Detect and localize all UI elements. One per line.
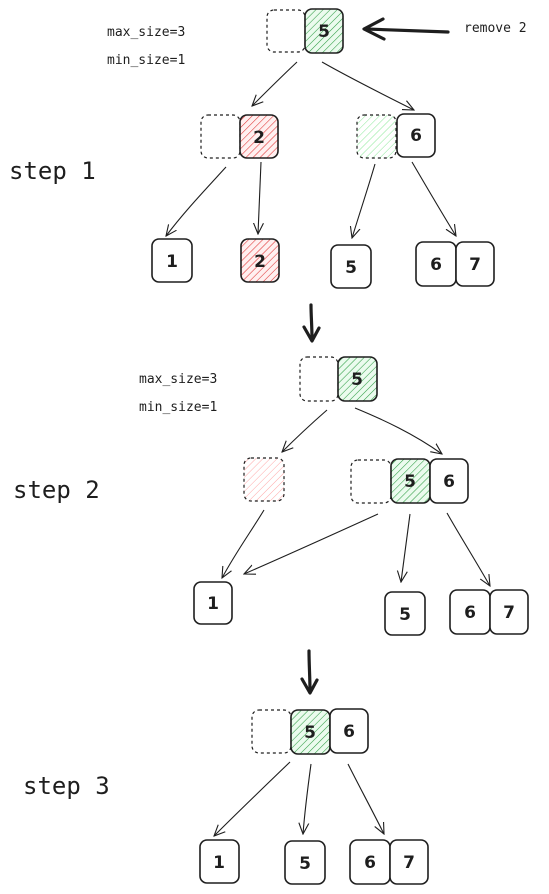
s3-leaf3-key-a: 6 (364, 853, 376, 873)
s3-leaf3-key-b: 7 (403, 853, 415, 873)
s3-root-key-a: 5 (304, 723, 316, 743)
step2-label: step 2 (13, 476, 100, 504)
s1-edge-right-leaf3 (352, 163, 376, 238)
step3-label: step 3 (23, 772, 110, 800)
s1-leaf1-key: 1 (166, 252, 178, 272)
s2-edge-left-leaf1 (222, 509, 265, 578)
step1-group: max_size=3 min_size=1 remove 2 step 1 5 … (9, 8, 527, 289)
down-arrow-2-shaft (307, 649, 312, 693)
step1-min-size-label: min_size=1 (107, 53, 185, 68)
s1-right-key: 6 (410, 126, 422, 146)
s1-leaf3-key: 5 (345, 258, 357, 278)
s3-leaf1-box (199, 839, 240, 884)
s3-leaf1-key: 1 (213, 853, 225, 873)
s1-leaf4-box-b (455, 241, 495, 287)
s2-leaf3-box-b (489, 589, 529, 635)
s3-root-key-b: 6 (343, 722, 355, 742)
s3-edge-root-leaf3 (347, 763, 384, 834)
s3-leaf2-box (284, 840, 326, 885)
s2-root-key-box (337, 356, 378, 402)
s2-leaf1-key: 1 (207, 594, 219, 614)
s2-edge-root-right (354, 407, 442, 454)
s1-leaf3-box (330, 244, 372, 289)
down-arrow-2-head (300, 677, 319, 695)
s1-left-key: 2 (253, 128, 265, 148)
s1-edge-left-leaf2 (258, 161, 261, 234)
remove-label: remove 2 (464, 21, 527, 36)
s2-right-empty-slot (350, 459, 392, 504)
s2-leaf3-key-a: 6 (464, 603, 476, 623)
s3-leaf2-key: 5 (299, 854, 311, 874)
s3-root-key-box-b (329, 708, 369, 754)
s1-root-empty-slot (266, 9, 306, 53)
s1-leaf2-key: 2 (254, 252, 266, 272)
s1-root-key: 5 (318, 22, 330, 42)
down-arrow-1-shaft (309, 303, 314, 341)
step2-max-size-label: max_size=3 (139, 372, 217, 387)
step3-group: step 3 5 6 1 5 6 7 (23, 708, 429, 885)
s2-edge-right-leaf3 (446, 512, 490, 586)
s2-right-key-box-b (429, 458, 469, 504)
s1-right-empty-slot (356, 114, 397, 159)
s2-root-key: 5 (351, 370, 363, 390)
down-arrow-1-head (302, 325, 321, 343)
s2-right-key-a: 5 (404, 472, 416, 492)
s1-edge-root-right (321, 61, 414, 110)
step2-min-size-label: min_size=1 (139, 400, 217, 415)
s1-leaf4-key-a: 6 (430, 255, 442, 275)
s2-leaf2-key: 5 (399, 605, 411, 625)
s1-left-key-box (239, 114, 279, 159)
s1-left-empty-slot (200, 114, 241, 159)
s1-edge-right-leaf4 (411, 161, 456, 236)
s3-root-empty-slot (251, 709, 292, 754)
remove-arrow-shaft (364, 27, 450, 34)
step1-max-size-label: max_size=3 (107, 25, 185, 40)
s1-right-key-box (396, 113, 436, 158)
s3-edge-root-leaf2 (303, 763, 312, 834)
s2-leaf2-box (384, 591, 426, 636)
step2-group: max_size=3 min_size=1 step 2 5 5 6 1 5 6… (13, 356, 529, 636)
s2-leaf1-box (193, 581, 233, 625)
s2-edge-right-leaf1 (244, 513, 379, 574)
s1-leaf2-box (240, 238, 280, 283)
s2-leaf3-key-b: 7 (503, 603, 515, 623)
s1-leaf1-box (151, 238, 193, 283)
s2-right-key-b: 6 (443, 472, 455, 492)
s1-leaf4-key-b: 7 (469, 255, 481, 275)
s2-edge-root-left (282, 409, 328, 452)
s3-edge-root-leaf1 (214, 761, 291, 836)
s1-edge-left-leaf1 (166, 166, 227, 236)
s2-left-empty-node (243, 457, 285, 502)
s3-leaf3-box-b (389, 839, 429, 885)
step1-label: step 1 (9, 157, 96, 185)
s2-edge-right-leaf2 (401, 513, 411, 582)
s1-edge-root-left (252, 61, 298, 106)
s1-root-key-box (304, 8, 344, 54)
remove-arrow-head (362, 17, 386, 41)
s2-root-empty-slot (299, 356, 339, 402)
